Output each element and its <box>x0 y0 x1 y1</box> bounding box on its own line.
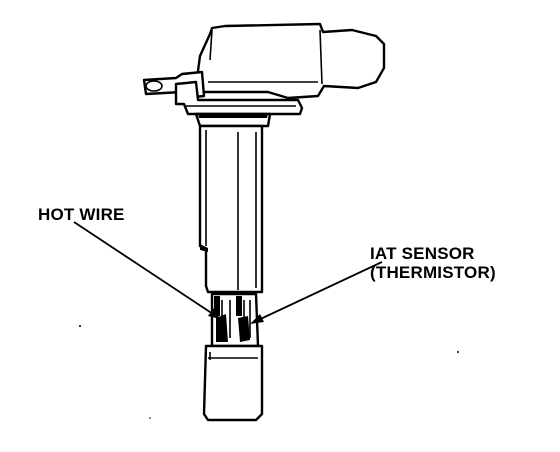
hot-wire-leader <box>73 221 217 317</box>
iat-sensor-label: IAT SENSOR (THERMISTOR) <box>370 244 496 282</box>
body-collar <box>194 112 272 128</box>
sensor-tip <box>202 344 264 422</box>
connector-housing <box>194 22 386 100</box>
mounting-flange <box>142 70 304 116</box>
sensor-stem <box>198 124 264 294</box>
iat-sensor-label-line1: IAT SENSOR <box>370 244 475 263</box>
iat-sensor-label-line2: (THERMISTOR) <box>370 263 496 282</box>
scan-speck <box>457 351 459 353</box>
scan-speck <box>149 417 151 419</box>
iat-sensor-leader <box>253 261 383 323</box>
hot-wire-label: HOT WIRE <box>38 205 125 224</box>
iat-sensor-arrowhead <box>250 314 264 324</box>
scan-speck <box>79 325 81 327</box>
sensing-window <box>210 292 260 348</box>
hot-wire-label-text: HOT WIRE <box>38 205 125 224</box>
hot-wire-arrowhead <box>208 308 220 319</box>
